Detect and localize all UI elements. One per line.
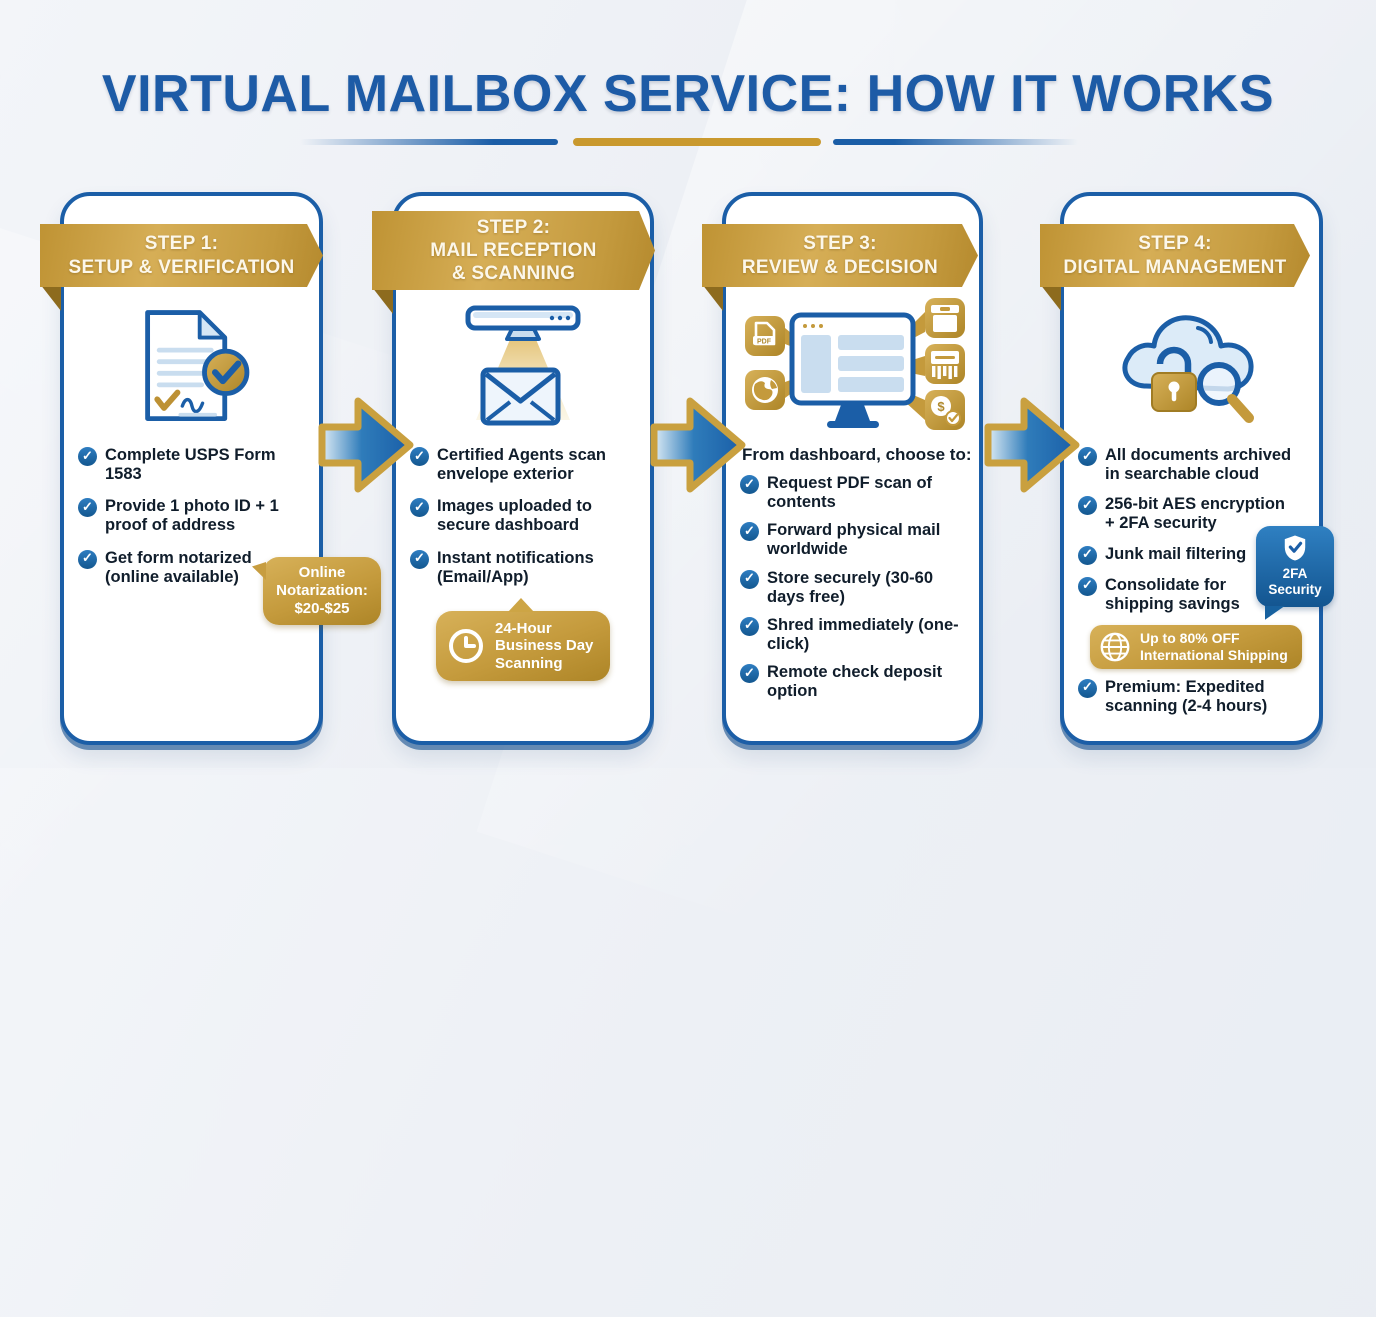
svg-text:PDF: PDF bbox=[757, 338, 772, 345]
checklist-item: Provide 1 photo ID + 1 proof of address bbox=[78, 497, 316, 535]
clock-icon bbox=[449, 629, 483, 663]
step-2-banner-fold bbox=[372, 287, 393, 314]
shipping-discount-badge: Up to 80% OFF International Shipping bbox=[1090, 624, 1302, 669]
title-divider-right bbox=[833, 139, 1078, 145]
next-step-arrow bbox=[650, 397, 746, 493]
step-3-banner: STEP 3: REVIEW & DECISION bbox=[702, 224, 978, 287]
svg-text:$: $ bbox=[937, 399, 945, 414]
step-1-banner-fold bbox=[40, 284, 61, 311]
check-icon bbox=[740, 664, 759, 683]
check-icon bbox=[1078, 447, 1097, 466]
checklist-item: Request PDF scan of contents bbox=[740, 474, 978, 512]
step-4-banner-fold bbox=[1040, 284, 1061, 311]
title-divider-left bbox=[300, 139, 558, 145]
checklist-item: Complete USPS Form 1583 bbox=[78, 446, 316, 484]
title-divider-gold bbox=[573, 138, 821, 146]
shield-check-icon bbox=[1284, 535, 1306, 561]
checklist-item: Get form notarized (online available) bbox=[78, 549, 316, 587]
check-icon bbox=[1078, 678, 1097, 698]
checklist-item: Remote check deposit option bbox=[740, 663, 978, 701]
next-step-arrow bbox=[318, 397, 414, 493]
check-icon bbox=[410, 447, 429, 466]
step-3-banner-fold bbox=[702, 284, 723, 311]
check-icon bbox=[410, 549, 429, 569]
check-icon bbox=[78, 549, 97, 569]
notarization-cost-callout: Online Notarization: $20-$25 bbox=[252, 557, 381, 625]
step-1-banner: STEP 1: SETUP & VERIFICATION bbox=[40, 224, 323, 287]
dashboard-options-icon: PDF $ bbox=[727, 296, 977, 441]
check-icon bbox=[1078, 545, 1097, 565]
step-3-intro: From dashboard, choose to: bbox=[742, 445, 972, 464]
step-2-banner: STEP 2: MAIL RECEPTION & SCANNING bbox=[372, 211, 655, 290]
check-icon bbox=[410, 498, 429, 518]
globe-icon bbox=[1100, 632, 1130, 662]
page-title: VIRTUAL MAILBOX SERVICE: HOW IT WORKS bbox=[101, 65, 1275, 123]
badge-text: 24-Hour Business Day Scanning bbox=[495, 620, 594, 672]
next-step-arrow bbox=[984, 397, 1080, 493]
step-1-checklist: Complete USPS Form 1583 Provide 1 photo … bbox=[78, 446, 316, 600]
scanning-time-badge: 24-Hour Business Day Scanning bbox=[436, 598, 610, 681]
check-icon bbox=[1078, 496, 1097, 516]
mail-scanner-icon bbox=[448, 298, 598, 443]
check-icon bbox=[740, 616, 759, 636]
checklist-item: Certified Agents scan envelope exterior bbox=[410, 446, 648, 484]
step-4-banner: STEP 4: DIGITAL MANAGEMENT bbox=[1040, 224, 1310, 287]
check-icon bbox=[1078, 576, 1097, 596]
cloud-security-icon bbox=[1116, 298, 1266, 438]
check-icon bbox=[78, 447, 97, 466]
checklist-item: All documents archived in searchable clo… bbox=[1078, 446, 1316, 484]
check-icon bbox=[78, 498, 97, 518]
check-icon bbox=[740, 569, 759, 589]
badge-text: Up to 80% OFF International Shipping bbox=[1140, 630, 1288, 663]
checklist-item: Forward physical mail worldwide bbox=[740, 521, 978, 559]
step-2-checklist: Certified Agents scan envelope exterior … bbox=[410, 446, 648, 600]
checklist-item: Shred immediately (one-click) bbox=[740, 616, 978, 654]
checklist-item: Images uploaded to secure dashboard bbox=[410, 497, 648, 535]
step-3-checklist: Request PDF scan of contents Forward phy… bbox=[740, 474, 978, 710]
document-verified-icon bbox=[116, 300, 266, 440]
2fa-security-badge: 2FA Security bbox=[1256, 526, 1334, 620]
checklist-item: Store securely (30-60 days free) bbox=[740, 569, 978, 607]
checklist-item: Premium: Expedited scanning (2-4 hours) bbox=[1078, 678, 1316, 716]
checklist-item: Instant notifications (Email/App) bbox=[410, 549, 648, 587]
check-icon bbox=[740, 522, 759, 542]
